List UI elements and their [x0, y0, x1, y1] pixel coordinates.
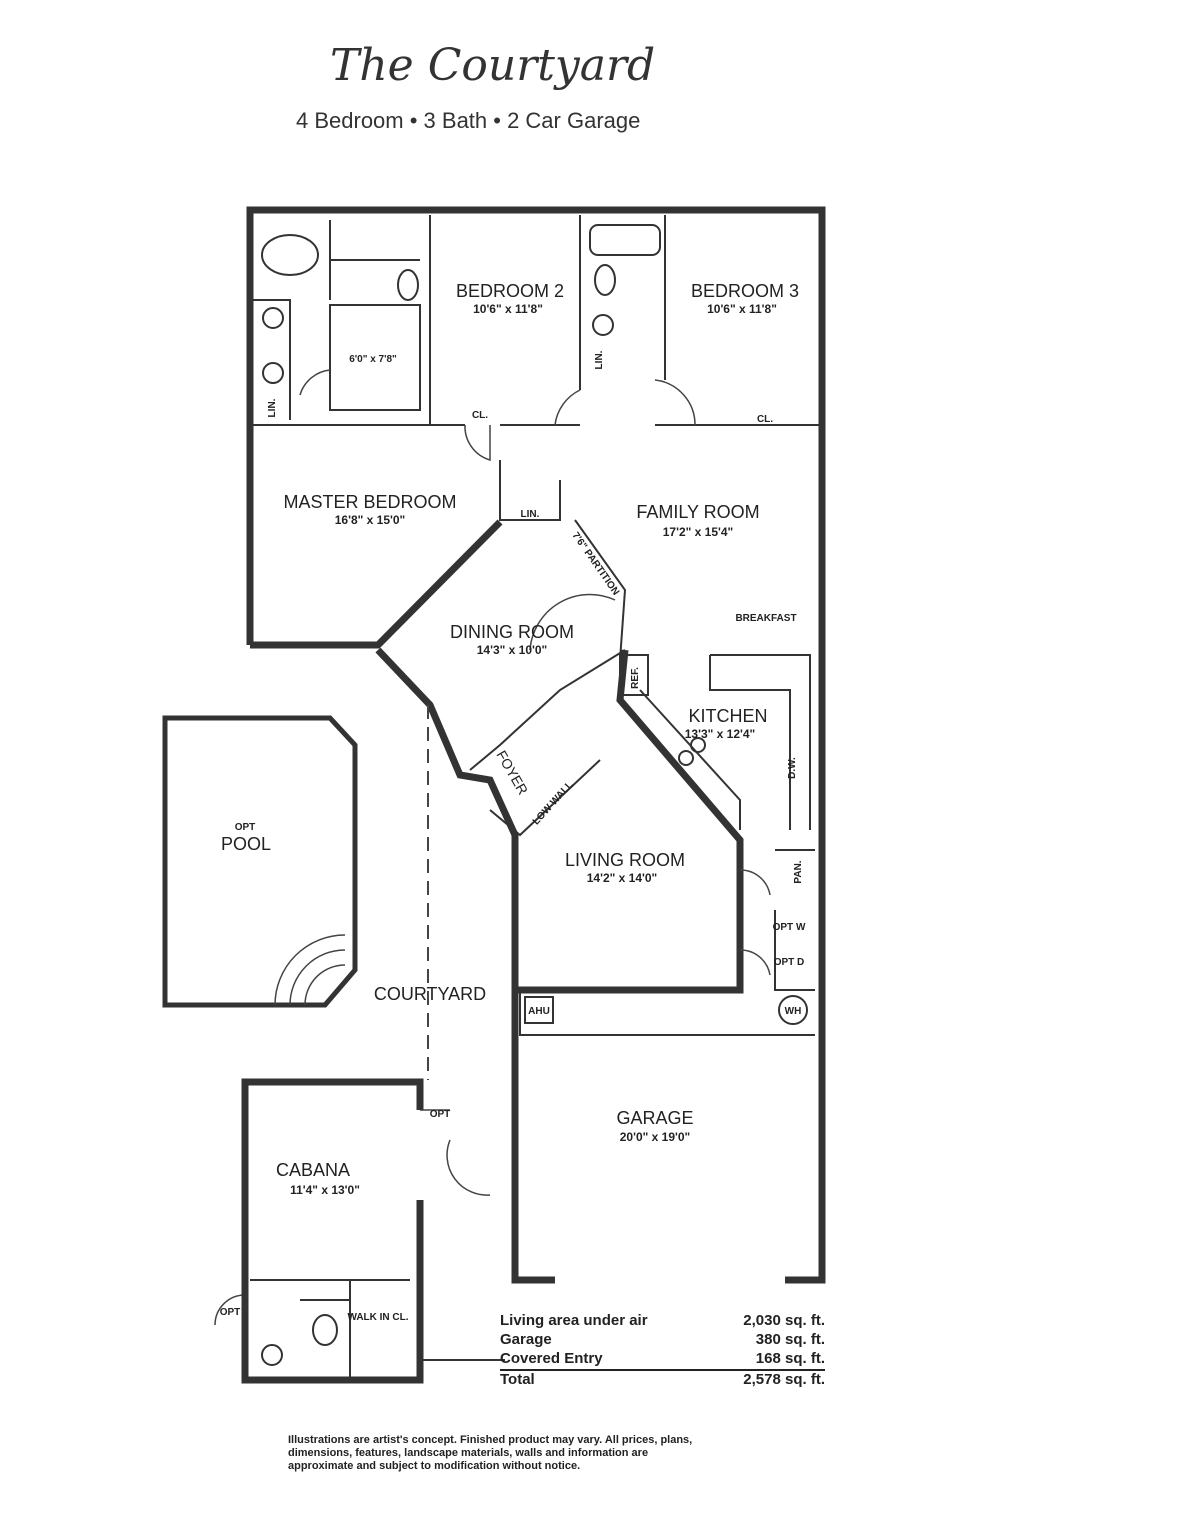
area-row: Garage 380 sq. ft. [500, 1331, 825, 1350]
kitchen-dim: 13'3" x 12'4" [685, 727, 755, 741]
area-label: Covered Entry [500, 1350, 603, 1367]
fixtures [261, 224, 808, 1366]
pool-steps [274, 934, 346, 1006]
area-value: 2,030 sq. ft. [743, 1312, 825, 1329]
door-swings [214, 369, 771, 1326]
pool-opt-label: OPT [235, 822, 256, 833]
sink-icon [592, 314, 614, 336]
dining-room-dim: 14'3" x 10'0" [477, 643, 547, 657]
refrigerator-icon [619, 654, 649, 696]
breakfast-label: BREAKFAST [735, 613, 796, 624]
garage-dim: 20'0" x 19'0" [620, 1130, 690, 1144]
wh-label: WH [785, 1006, 802, 1017]
area-label: Garage [500, 1331, 552, 1348]
area-row: Covered Entry 168 sq. ft. [500, 1350, 825, 1369]
kitchen-label: KITCHEN [688, 706, 767, 726]
cabana-interior-walls [250, 1279, 505, 1380]
linen-label: LIN. [594, 350, 605, 369]
linen-label: LIN. [521, 509, 540, 520]
area-label: Living area under air [500, 1312, 648, 1329]
living-room-dim: 14'2" x 14'0" [587, 871, 657, 885]
interior-walls [250, 215, 820, 1036]
pantry-label: PAN. [793, 860, 804, 883]
toilet-icon [312, 1314, 338, 1346]
area-row-total: Total 2,578 sq. ft. [500, 1369, 825, 1390]
bedroom2-label: BEDROOM 2 [456, 281, 564, 301]
low-wall-label: LOW WALL [531, 779, 576, 827]
pool-outline [162, 715, 358, 1008]
sink-icon [262, 307, 284, 329]
plan-subtitle: 4 Bedroom • 3 Bath • 2 Car Garage [296, 108, 641, 133]
dining-room-label: DINING ROOM [450, 622, 574, 642]
living-room-label: LIVING ROOM [565, 850, 685, 870]
master-bedroom-dim: 16'8" x 15'0" [335, 513, 405, 527]
toilet-icon [397, 269, 419, 301]
foyer-label: FOYER [493, 748, 531, 798]
area-table: Living area under air 2,030 sq. ft. Garag… [500, 1312, 825, 1390]
area-label: Total [500, 1371, 535, 1388]
area-value: 2,578 sq. ft. [743, 1371, 825, 1388]
ahu-box [524, 996, 554, 1024]
master-bedroom-label: MASTER BEDROOM [283, 492, 456, 512]
partition-label: 7'6" PARTITION [570, 530, 622, 597]
closet-label: CL. [472, 410, 488, 421]
bathtub-icon [589, 224, 661, 256]
toilet-icon [594, 264, 616, 296]
family-room-dim: 17'2" x 15'4" [663, 525, 733, 539]
bathtub-icon [261, 234, 319, 276]
bedroom3-label: BEDROOM 3 [691, 281, 799, 301]
ahu-label: AHU [528, 1006, 550, 1017]
area-value: 380 sq. ft. [755, 1331, 825, 1348]
ref-label: REF. [630, 667, 641, 689]
area-value: 168 sq. ft. [755, 1350, 825, 1367]
sink-icon [261, 1344, 283, 1366]
stove-icon [678, 750, 694, 766]
courtyard-label: COURTYARD [374, 984, 486, 1004]
pool-label: POOL [221, 834, 271, 854]
linen-label: LIN. [267, 398, 278, 417]
dishwasher-label: D.W. [787, 757, 798, 779]
disclaimer: Illustrations are artist's concept. Fini… [288, 1434, 693, 1472]
exterior-walls [246, 206, 826, 1284]
area-row: Living area under air 2,030 sq. ft. [500, 1312, 825, 1331]
opt-dryer-label: OPT D [774, 957, 805, 968]
sink-icon [262, 362, 284, 384]
cabana-dim: 11'4" x 13'0" [290, 1183, 360, 1197]
walk-in-closet-label: WALK IN CL. [347, 1312, 408, 1323]
closet-label: CL. [757, 414, 773, 425]
opt-washer-label: OPT W [773, 922, 806, 933]
cabana-walls [241, 1078, 424, 1384]
stove-icon [690, 737, 706, 753]
opt-door-label: OPT [430, 1109, 451, 1120]
opt-door-label: OPT [220, 1307, 241, 1318]
garage-label: GARAGE [616, 1108, 693, 1128]
plan-title: The Courtyard [330, 40, 656, 91]
bedroom2-dim: 10'6" x 11'8" [473, 302, 543, 316]
cabana-label: CABANA [276, 1160, 350, 1180]
family-room-label: FAMILY ROOM [636, 502, 759, 522]
bedroom3-dim: 10'6" x 11'8" [707, 302, 777, 316]
master-closet-dim: 6'0" x 7'8" [349, 354, 397, 365]
water-heater-icon [778, 995, 808, 1025]
